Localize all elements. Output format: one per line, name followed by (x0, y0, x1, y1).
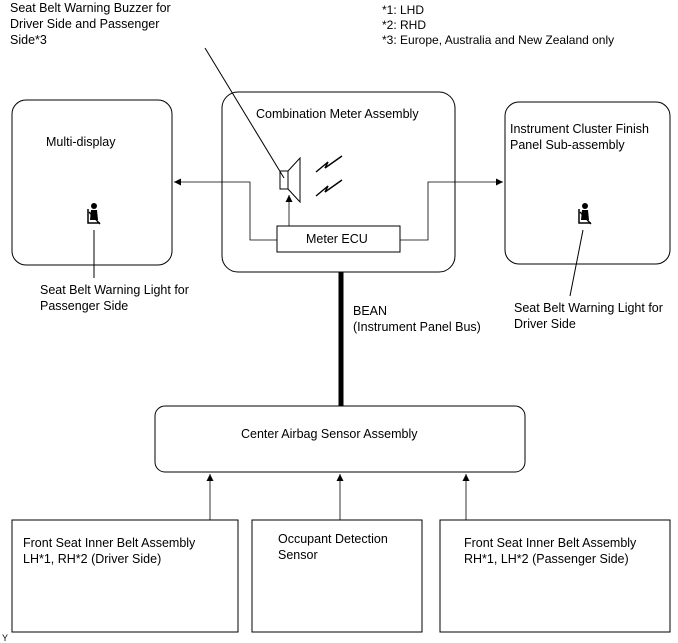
buzzer-leader-line (204, 47, 285, 179)
bean-bus-label-line: (Instrument Panel Bus) (353, 320, 481, 334)
buzzer-label: Seat Belt Warning Buzzer for Driver Side… (10, 0, 171, 48)
corner-mark: Y (2, 633, 9, 643)
speaker-buzzer-icon (279, 155, 343, 204)
note-line: *3: Europe, Australia and New Zealand on… (382, 33, 615, 47)
note-line: *1: LHD (382, 3, 425, 17)
ecu-to-instrument-cluster-line (400, 178, 503, 241)
meter-ecu-box (276, 225, 401, 253)
front-belt-driver-box (11, 519, 239, 633)
passenger-light-label-line: Seat Belt Warning Light for (40, 283, 189, 297)
seatbelt-warning-icon-passenger (87, 202, 101, 225)
multi-display-box (11, 99, 173, 266)
notes: *1: LHD *2: RHD *3: Europe, Australia an… (382, 3, 614, 48)
occupant-sensor-box (251, 519, 423, 633)
bean-bus-label: BEAN (Instrument Panel Bus) (353, 303, 481, 335)
driver-light-leader-line (569, 229, 584, 297)
occupant-sensor-label: Occupant Detection Sensor (278, 531, 388, 563)
driver-light-label-line: Driver Side (514, 317, 576, 331)
instrument-cluster-label: Instrument Cluster Finish Panel Sub-asse… (510, 121, 649, 153)
passenger-light-label: Seat Belt Warning Light for Passenger Si… (40, 282, 189, 314)
occupant-sensor-label-line: Sensor (278, 548, 318, 562)
front-belt-passenger-box (439, 519, 671, 633)
multi-display-label: Multi-display (46, 135, 116, 149)
instrument-cluster-box (504, 101, 671, 265)
front-belt-passenger-label-line: Front Seat Inner Belt Assembly (464, 536, 637, 550)
front-belt-passenger-label: Front Seat Inner Belt Assembly RH*1, LH*… (464, 535, 636, 567)
front-belt-driver-label-line: LH*1, RH*2 (Driver Side) (23, 552, 162, 566)
note-line: *2: RHD (382, 18, 427, 32)
combination-meter-label: Combination Meter Assembly (256, 107, 419, 121)
center-airbag-label: Center Airbag Sensor Assembly (241, 427, 418, 441)
driver-light-label-line: Seat Belt Warning Light for (514, 301, 663, 315)
buzzer-label-line: Seat Belt Warning Buzzer for (10, 1, 171, 15)
front-belt-driver-label: Front Seat Inner Belt Assembly LH*1, RH*… (23, 535, 195, 567)
buzzer-label-line: Side*3 (10, 33, 47, 47)
instrument-cluster-label-line: Panel Sub-assembly (510, 138, 625, 152)
passenger-light-label-line: Passenger Side (40, 299, 129, 313)
ecu-to-multi-display-line (174, 178, 277, 241)
seatbelt-warning-icon-driver (578, 202, 592, 225)
bean-bus-label-line: BEAN (353, 304, 388, 318)
occupant-sensor-label-line: Occupant Detection (278, 532, 388, 546)
buzzer-label-line: Driver Side and Passenger (10, 17, 160, 31)
front-belt-passenger-label-line: RH*1, LH*2 (Passenger Side) (464, 552, 629, 566)
front-belt-driver-label-line: Front Seat Inner Belt Assembly (23, 536, 196, 550)
driver-light-label: Seat Belt Warning Light for Driver Side (514, 300, 663, 332)
meter-ecu-label: Meter ECU (306, 232, 368, 246)
instrument-cluster-label-line: Instrument Cluster Finish (510, 122, 649, 136)
